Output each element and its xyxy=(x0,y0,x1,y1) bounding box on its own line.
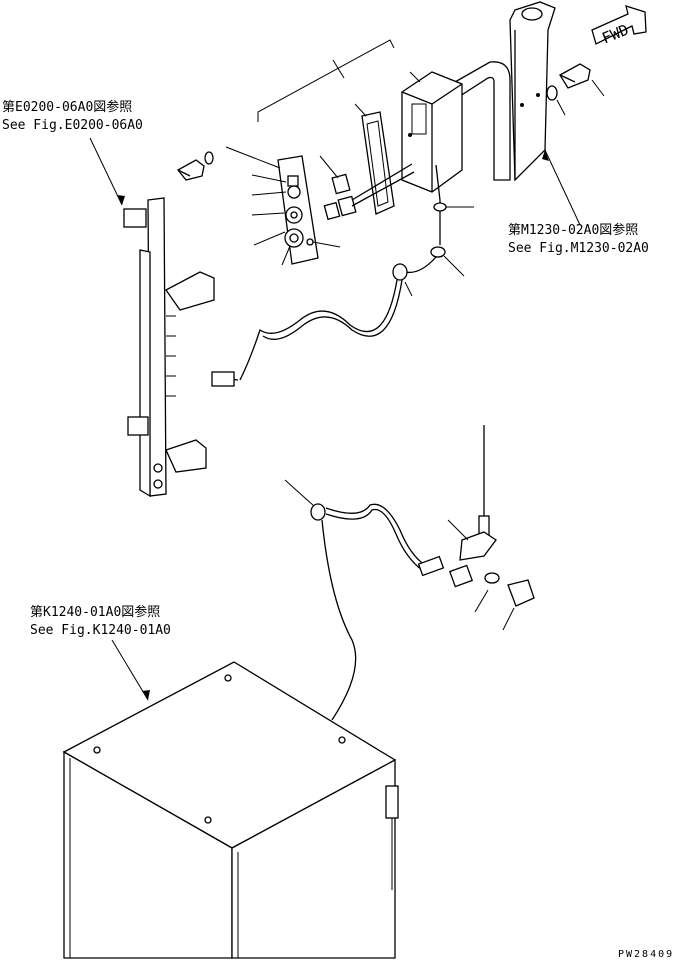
pipe xyxy=(454,61,511,181)
reference-m1230-jp: 第M1230-02A0図参照 xyxy=(508,222,638,238)
connector-pair xyxy=(323,163,415,221)
leader-lines xyxy=(89,137,581,701)
reference-label-m1230: 第M1230-02A0図参照 See Fig.M1230-02A0 xyxy=(508,222,649,256)
switch-panel-leaders xyxy=(225,146,341,266)
switch-box xyxy=(401,71,463,193)
reference-m1230-en: See Fig.M1230-02A0 xyxy=(508,241,649,256)
assembly-bracket xyxy=(257,39,395,122)
reference-e0200-jp: 第E0200-06A0図参照 xyxy=(2,99,132,115)
leader-washer-antenna xyxy=(474,589,489,613)
gasket-plate xyxy=(361,111,395,215)
bolt-panel xyxy=(177,159,205,181)
leader-bolt-antenna xyxy=(502,607,515,631)
switch-panel xyxy=(277,155,319,265)
cab-body xyxy=(62,661,399,959)
drawing-code: PW28409 xyxy=(618,949,674,960)
leader-antenna xyxy=(447,519,469,541)
left-bracket xyxy=(123,197,235,498)
leader-cable-clip xyxy=(284,479,315,507)
leader-washer xyxy=(556,99,566,116)
reference-k1240-en: See Fig.K1240-01A0 xyxy=(30,623,171,638)
leader-grommet-2 xyxy=(443,255,465,277)
reference-k1240-jp: 第K1240-01A0図参照 xyxy=(30,604,160,620)
connector-left xyxy=(211,371,235,387)
reference-e0200-en: See Fig.E0200-06A0 xyxy=(2,118,143,133)
bolt-upper-right xyxy=(559,63,591,89)
harness-middle xyxy=(221,263,408,381)
leader-bolt xyxy=(591,79,605,97)
reference-label-k1240: 第K1240-01A0図参照 See Fig.K1240-01A0 xyxy=(30,604,171,638)
reference-label-e0200: 第E0200-06A0図参照 See Fig.E0200-06A0 xyxy=(2,99,143,133)
leader-gasket xyxy=(354,103,367,117)
leader-switch-box xyxy=(409,71,421,83)
mounting-stay xyxy=(509,1,556,182)
leader-grommet-3 xyxy=(404,281,413,297)
antenna xyxy=(448,425,535,607)
antenna-cable xyxy=(310,503,445,721)
leader-connector xyxy=(319,155,339,179)
washer-panel xyxy=(204,151,214,165)
fwd-arrow: FWD xyxy=(591,5,647,47)
washer-upper-right xyxy=(546,85,558,101)
